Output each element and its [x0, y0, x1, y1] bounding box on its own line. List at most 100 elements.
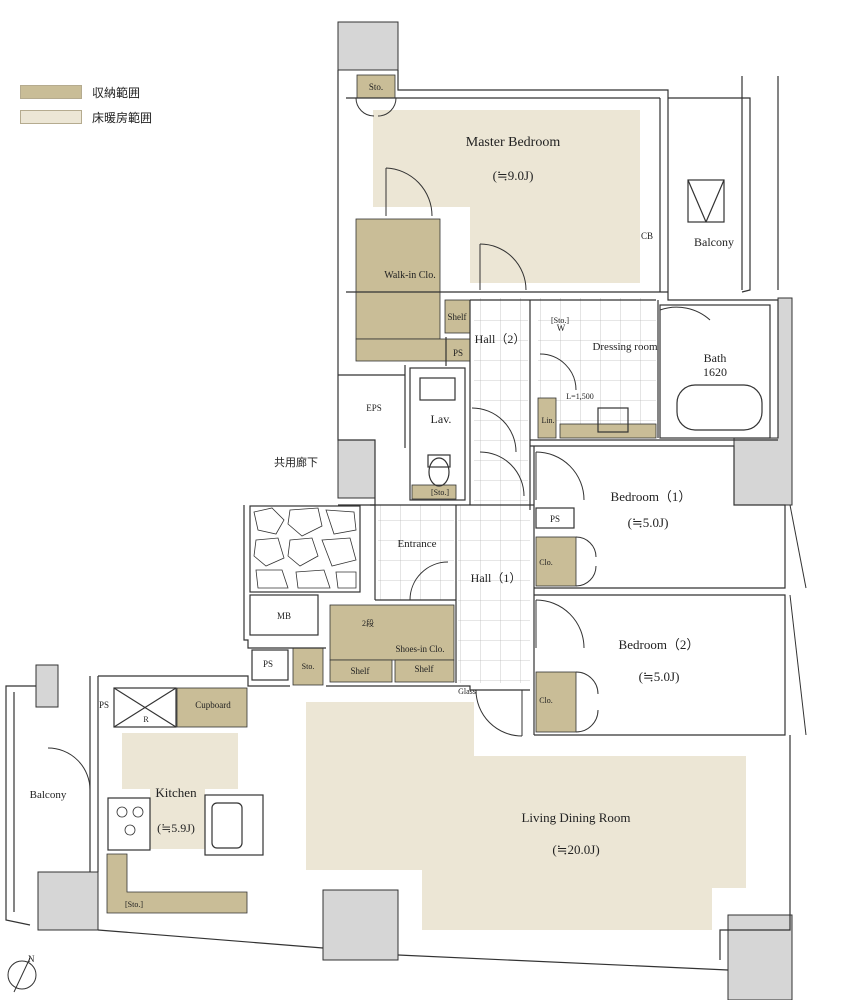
legend-floor-heating: 床暖房範囲 — [20, 109, 152, 125]
legend-storage: 収納範囲 — [20, 84, 152, 100]
column-living-bottom-left — [322, 889, 399, 961]
door-balcony-left[interactable] — [47, 747, 91, 791]
lav-box — [409, 367, 466, 501]
label-lav: Lav. — [431, 412, 452, 426]
door-hall1-top[interactable] — [479, 451, 525, 497]
heat-kitchen-2 — [150, 789, 205, 849]
label-cb: CB — [641, 231, 653, 241]
legend-storage-label: 収納範囲 — [92, 85, 141, 100]
mb-box — [249, 594, 319, 636]
wall-mb-outer — [243, 505, 326, 649]
door-master[interactable] — [385, 167, 433, 217]
label-bath-size: 1620 — [703, 365, 727, 379]
storage-clo-2 — [535, 671, 577, 733]
hatch-diag-2 — [705, 179, 725, 223]
label-living-dining: Living Dining Room — [521, 810, 630, 825]
kitchen-sink — [211, 802, 243, 849]
door-entrance[interactable] — [409, 561, 449, 601]
label-corridor: 共用廊下 — [274, 455, 318, 469]
floor-heating-zones — [122, 110, 746, 930]
storage-sto-mid — [292, 647, 324, 686]
storage-kitchen-l — [106, 853, 248, 914]
heat-master-bedroom — [373, 110, 640, 283]
door-dressing[interactable] — [539, 353, 577, 391]
bath-room-box — [659, 304, 771, 439]
door-hall2[interactable] — [479, 243, 527, 291]
storage-lin — [537, 397, 557, 439]
label-hall-1: Hall（1） — [471, 571, 522, 585]
label-sto-kitchen: [Sto.] — [125, 900, 143, 909]
label-mb: MB — [277, 611, 291, 621]
window-bedroom2 — [789, 594, 807, 736]
kitchen-cooktop — [107, 797, 151, 851]
label-eps: EPS — [366, 403, 382, 413]
label-ps-3: PS — [263, 659, 273, 669]
door-clo1-a[interactable] — [575, 536, 597, 558]
label-sto-mid: Sto. — [302, 662, 315, 671]
label-entrance: Entrance — [397, 538, 436, 550]
door-sto-top-2[interactable] — [377, 97, 397, 117]
bathtub — [676, 384, 763, 431]
ps-box-mid — [251, 649, 289, 681]
label-bedroom-1: Bedroom（1） — [611, 489, 692, 504]
label-ps-2: PS — [550, 514, 560, 524]
door-bedroom2[interactable] — [535, 599, 585, 649]
label-w: W — [557, 323, 566, 333]
storage-areas — [106, 74, 657, 914]
cooktop-burners — [116, 806, 144, 836]
door-bedroom1[interactable] — [535, 451, 585, 501]
wall-bottom-edge — [97, 929, 324, 949]
tile-dressing — [538, 298, 656, 438]
wall-bedroom1 — [530, 445, 786, 589]
tile-entrance — [378, 505, 454, 600]
legend: 収納範囲 床暖房範囲 — [20, 84, 152, 134]
label-balcony-right: Balcony — [694, 235, 734, 249]
label-master-bedroom: Master Bedroom — [466, 135, 561, 150]
label-shelf-1: Shelf — [448, 312, 467, 322]
balcony-right-outline — [668, 97, 751, 293]
label-bedroom-2-size: (≒5.0J) — [639, 669, 680, 684]
column-balcony-left-top — [35, 664, 59, 708]
label-sto-w: [Sto.] — [551, 316, 569, 325]
tiled-floors — [378, 298, 656, 683]
label-r: R — [143, 715, 149, 724]
kitchen-refrigerator — [113, 687, 177, 728]
door-clo2-b[interactable] — [575, 709, 599, 733]
door-clo1-b[interactable] — [575, 565, 597, 587]
wall-kitchen-top — [98, 675, 290, 687]
door-lav[interactable] — [471, 407, 517, 453]
heat-living-dining — [306, 702, 746, 930]
label-lin: Lin. — [541, 416, 554, 425]
door-sto-top[interactable] — [355, 97, 375, 117]
label-bedroom-1-size: (≒5.0J) — [628, 515, 669, 530]
wall-living-outer — [719, 735, 791, 960]
label-ps-1: PS — [453, 348, 463, 358]
ps-box-bedroom — [535, 507, 575, 529]
door-bath[interactable] — [659, 306, 711, 321]
balcony-hatch — [687, 179, 725, 223]
lav-sink — [419, 377, 456, 401]
label-ps-4: PS — [99, 700, 109, 710]
stone-pattern — [253, 507, 357, 589]
column-kitchen-bottom — [37, 871, 99, 931]
label-dressing-room: Dressing room — [592, 341, 658, 353]
tile-hall-2 — [474, 298, 528, 505]
storage-shelf-3 — [394, 659, 455, 683]
label-shelf-3: Shelf — [415, 664, 434, 674]
wall-bedroom2 — [534, 594, 786, 736]
walls — [5, 70, 791, 971]
door-clo2-a[interactable] — [575, 671, 599, 695]
label-walk-in-closet: Walk-in Clo. — [384, 270, 435, 281]
heat-kitchen — [122, 733, 238, 789]
label-hall-2: Hall（2） — [475, 332, 526, 346]
door-living[interactable] — [475, 689, 523, 737]
storage-swatch — [20, 85, 82, 99]
kitchen-island — [204, 794, 264, 856]
fridge-x2 — [113, 687, 177, 728]
wall-bottom-edge-2 — [397, 954, 729, 971]
storage-walk-in — [355, 218, 441, 340]
storage-clo-1 — [535, 536, 577, 587]
storage-shoes — [329, 604, 455, 661]
column-eps-lower — [337, 439, 376, 499]
label-master-bedroom-size: (≒9.0J) — [493, 168, 534, 183]
